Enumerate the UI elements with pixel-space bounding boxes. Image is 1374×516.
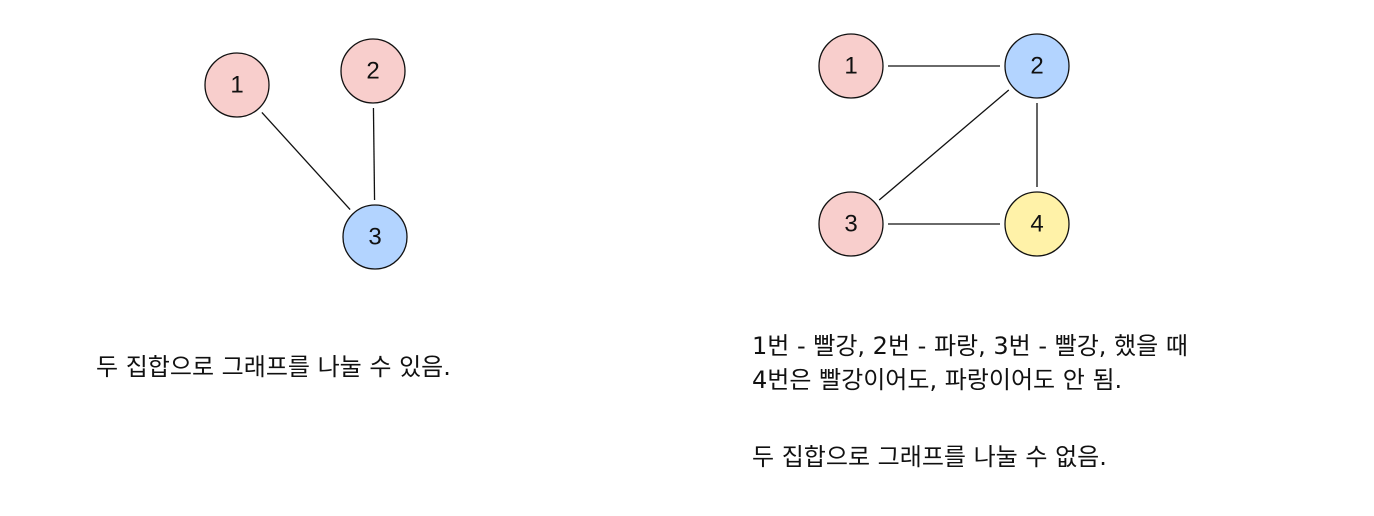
right-graph-node-4: 4 [1004,191,1070,257]
node-circle [818,191,884,257]
node-label: 3 [368,224,381,251]
node-circle [1004,33,1070,99]
right-caption-line-3: 두 집합으로 그래프를 나눌 수 없음. [752,443,1107,471]
node-circle [818,33,884,99]
node-label: 1 [230,72,243,99]
node-label: 2 [1030,53,1043,80]
node-circle [342,204,408,270]
node-circle [1004,191,1070,257]
node-label: 1 [844,53,857,80]
left-caption: 두 집합으로 그래프를 나눌 수 있음. [96,353,451,381]
right-caption-line-2: 4번은 빨강이어도, 파랑이어도 안 됨. [752,366,1123,394]
node-circle [340,38,406,104]
edges-layer [261,65,1038,225]
right-graph-node-3: 3 [818,191,884,257]
node-circle [204,52,270,118]
left-graph-edge-1-3 [261,111,351,211]
left-graph-edge-2-3 [372,107,376,201]
node-label: 3 [844,211,857,238]
node-label: 4 [1030,211,1043,238]
node-label: 2 [366,58,379,85]
left-graph-node-3: 3 [342,204,408,270]
right-graph-node-2: 2 [1004,33,1070,99]
right-caption-line-1: 1번 - 빨강, 2번 - 파랑, 3번 - 빨강, 했을 때 [752,332,1188,360]
left-graph-node-2: 2 [340,38,406,104]
left-graph-node-1: 1 [204,52,270,118]
nodes-layer: 1 2 3 1 2 3 4 [204,33,1070,270]
right-graph-edge-2-3 [878,89,1010,201]
right-graph-node-1: 1 [818,33,884,99]
